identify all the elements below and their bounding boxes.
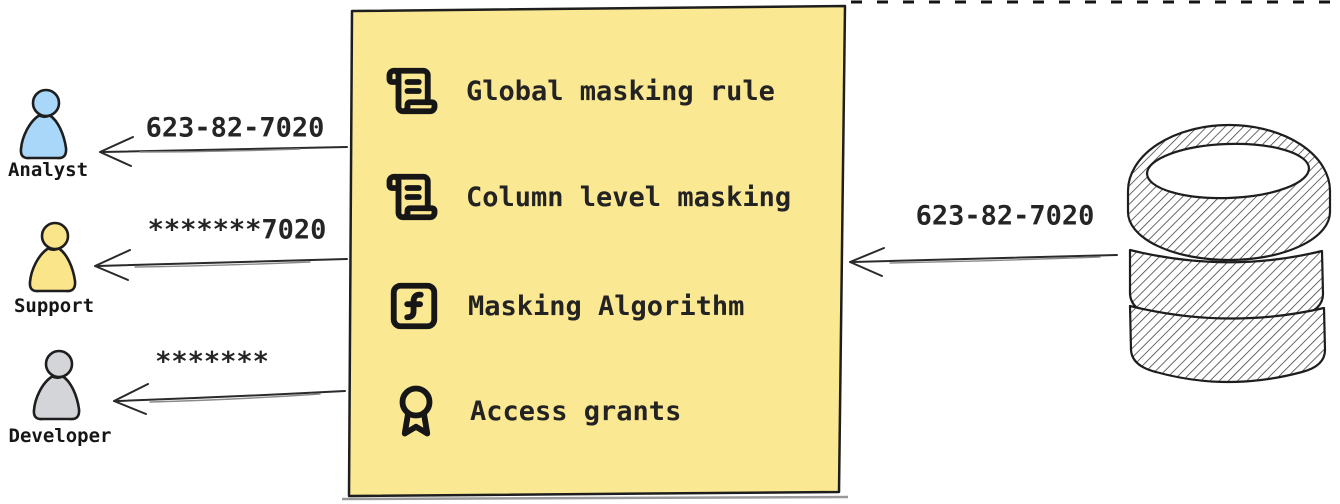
masking-box [347, 4, 847, 498]
box-row-label: Column level masking [466, 181, 792, 213]
analyst-person-icon [19, 88, 68, 160]
support-received-value: *******7020 [147, 214, 327, 246]
arrow-to-analyst [99, 136, 348, 167]
developer-label: Developer [8, 425, 112, 447]
developer-received-value: ******* [155, 346, 269, 378]
award-icon [389, 384, 443, 438]
box-row-masking-algorithm: Masking Algorithm [387, 278, 744, 334]
box-shadow-stroke [341, 495, 849, 501]
support-person-icon [28, 221, 77, 293]
arrow-db-to-box [849, 247, 1118, 277]
box-row-label: Masking Algorithm [468, 290, 745, 322]
developer-person-icon [32, 349, 81, 421]
box-row-column-level-masking: Column level masking [385, 169, 791, 225]
scroll-text-icon [385, 64, 439, 118]
database-icon [1126, 123, 1332, 384]
scroll-text-icon [385, 170, 439, 224]
box-row-global-masking-rule: Global masking rule [385, 63, 775, 119]
analyst-received-value: 623-82-7020 [145, 112, 325, 144]
function-square-icon [387, 279, 441, 333]
arrow-to-support [94, 249, 348, 281]
database-value: 623-82-7020 [915, 200, 1095, 232]
analyst-label: Analyst [7, 159, 89, 181]
arrow-to-developer [113, 383, 346, 415]
support-label: Support [13, 295, 95, 317]
box-row-access-grants: Access grants [389, 383, 681, 439]
box-row-label: Global masking rule [466, 75, 775, 107]
box-row-label: Access grants [470, 395, 682, 427]
